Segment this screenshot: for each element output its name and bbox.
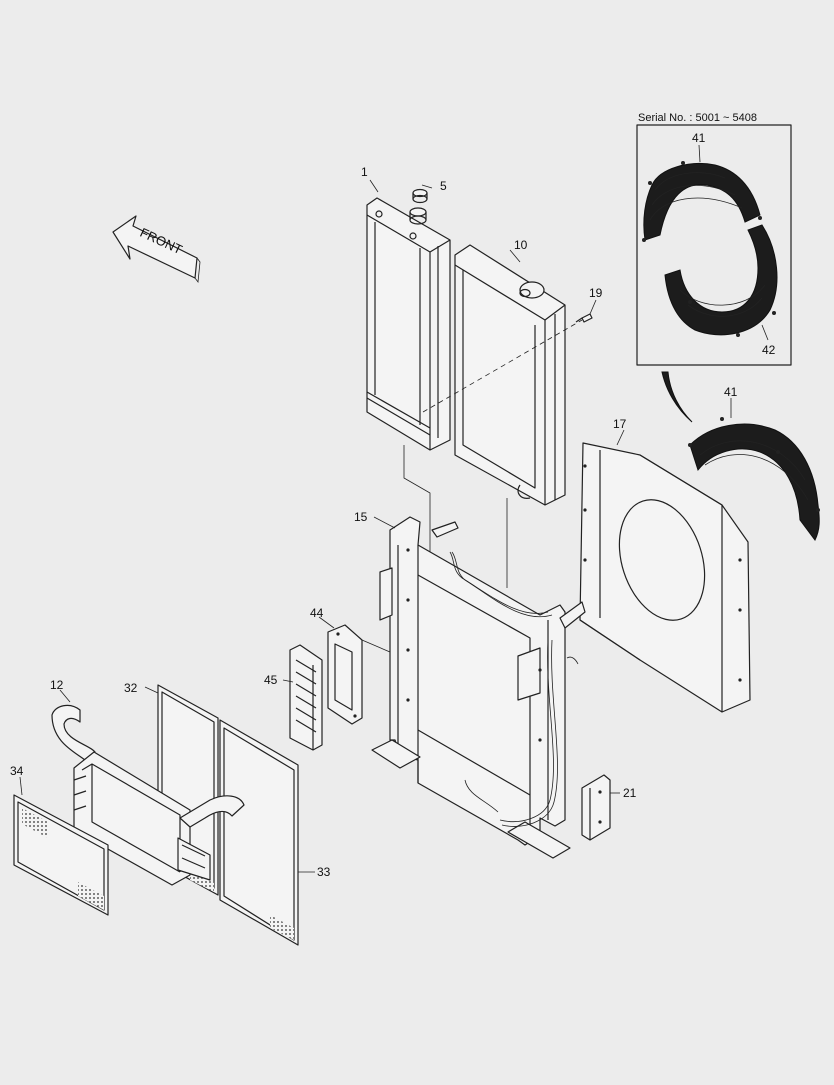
bracket-21 bbox=[581, 774, 611, 841]
callout-21: 21 bbox=[623, 786, 637, 800]
fan-guard-main bbox=[688, 417, 820, 541]
callout-42: 42 bbox=[762, 343, 776, 357]
callout-10: 10 bbox=[514, 238, 528, 252]
radiator-cap bbox=[412, 188, 428, 204]
callout-5: 5 bbox=[440, 179, 447, 193]
callout-44: 44 bbox=[310, 606, 324, 620]
leader-lines bbox=[19, 144, 769, 873]
guide-line-1 bbox=[403, 445, 431, 555]
callouts: 1 5 10 19 41 42 41 17 15 44 45 12 32 34 … bbox=[10, 131, 776, 879]
callout-33: 33 bbox=[317, 865, 331, 879]
front-arrow: FRONT bbox=[112, 215, 201, 284]
fuel-cooler bbox=[289, 644, 323, 751]
oil-cooler bbox=[454, 244, 566, 506]
radiator bbox=[366, 197, 451, 451]
callout-15: 15 bbox=[354, 510, 368, 524]
cooler-mount bbox=[327, 624, 391, 725]
callout-32: 32 bbox=[124, 681, 138, 695]
bolt bbox=[575, 313, 593, 323]
inset-transition-arrow bbox=[661, 371, 693, 423]
fan-shroud bbox=[579, 442, 751, 713]
callout-12: 12 bbox=[50, 678, 64, 692]
callout-17: 17 bbox=[613, 417, 627, 431]
radiator-frame bbox=[371, 516, 586, 859]
serial-inset: Serial No. : 5001 ~ 5408 bbox=[636, 112, 792, 366]
screen-34 bbox=[13, 794, 109, 916]
screen-33 bbox=[219, 719, 299, 946]
callout-34: 34 bbox=[10, 764, 24, 778]
callout-1: 1 bbox=[361, 165, 368, 179]
serial-label: Serial No. : 5001 ~ 5408 bbox=[638, 112, 757, 124]
callout-41-main: 41 bbox=[724, 385, 738, 399]
fan-guard-upper-inset bbox=[642, 161, 762, 242]
callout-45: 45 bbox=[264, 673, 278, 687]
alignment-line bbox=[422, 319, 583, 413]
callout-19: 19 bbox=[589, 286, 603, 300]
callout-41-inset: 41 bbox=[692, 131, 706, 145]
intercooler bbox=[51, 704, 245, 886]
fan-guard-lower-inset bbox=[664, 224, 778, 337]
